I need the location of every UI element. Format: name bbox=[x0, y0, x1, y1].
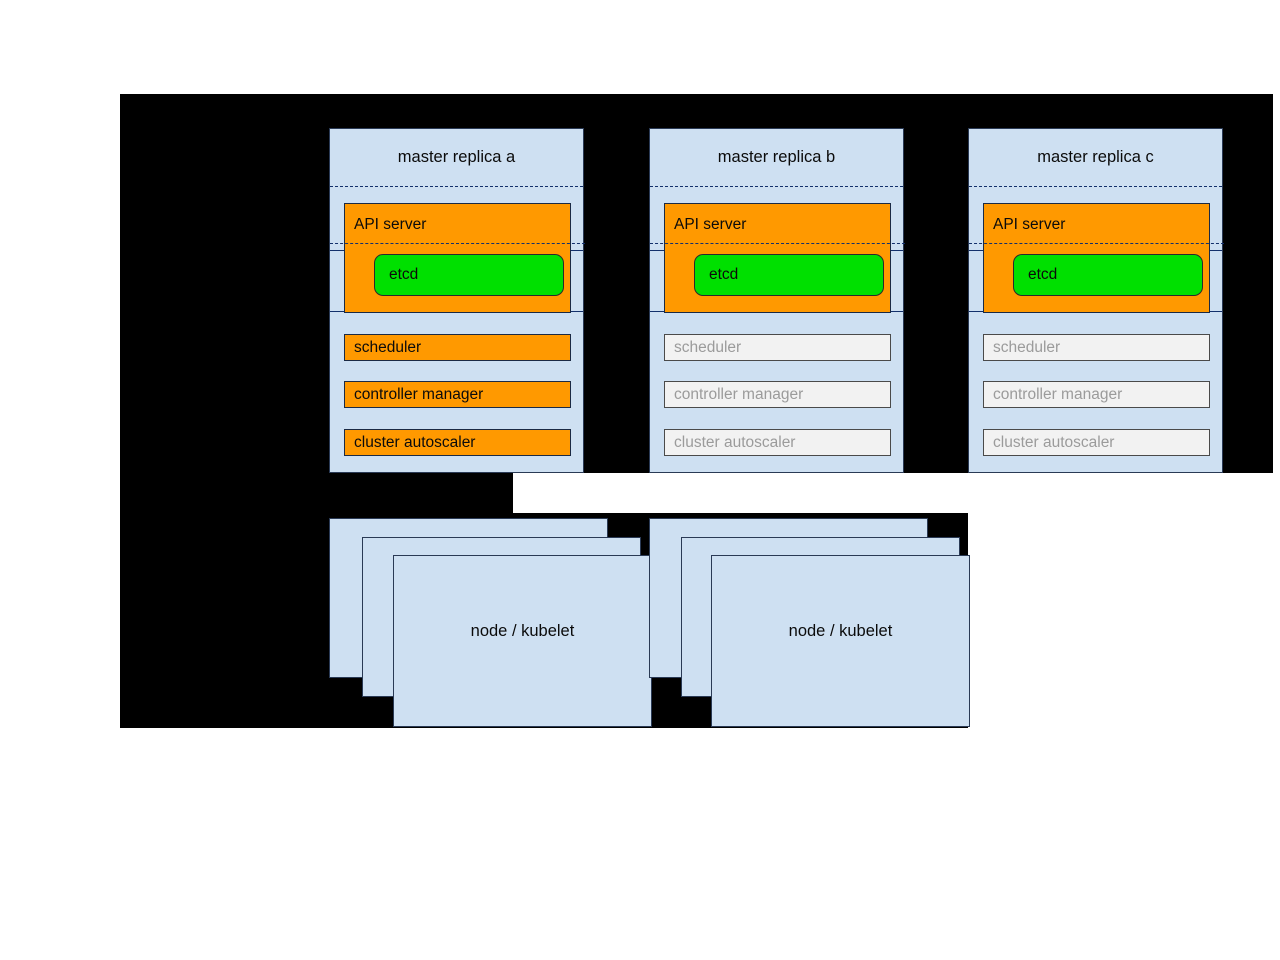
etcd-box-a[interactable]: etcd bbox=[374, 254, 564, 296]
api-server-label: API server bbox=[354, 216, 427, 233]
component-controller-manager-c[interactable]: controller manager bbox=[983, 381, 1210, 408]
etcd-box-c[interactable]: etcd bbox=[1013, 254, 1203, 296]
component-scheduler-b[interactable]: scheduler bbox=[664, 334, 891, 361]
master-replica-b-title: master replica b bbox=[717, 148, 836, 166]
node-stack-2-front[interactable]: node / kubelet bbox=[711, 555, 970, 727]
master-replica-c-title: master replica c bbox=[1037, 148, 1154, 166]
component-scheduler-c[interactable]: scheduler bbox=[983, 334, 1210, 361]
api-server-label: API server bbox=[674, 216, 747, 233]
component-cluster-autoscaler-a[interactable]: cluster autoscaler bbox=[344, 429, 571, 456]
api-server-block-c[interactable]: API server etcd bbox=[969, 203, 1224, 313]
master-replica-a-title: master replica a bbox=[397, 148, 516, 166]
separator-dashed-api-b bbox=[650, 243, 905, 244]
master-replica-a[interactable]: master replica a API server etcd schedul… bbox=[329, 128, 585, 473]
separator-dashed-api-c bbox=[969, 243, 1224, 244]
component-controller-manager-b[interactable]: controller manager bbox=[664, 381, 891, 408]
node-stack-1-front[interactable]: node / kubelet bbox=[393, 555, 652, 727]
separator-dashed-api-a bbox=[330, 243, 585, 244]
component-cluster-autoscaler-b[interactable]: cluster autoscaler bbox=[664, 429, 891, 456]
component-cluster-autoscaler-c[interactable]: cluster autoscaler bbox=[983, 429, 1210, 456]
node-stack-2-label: node / kubelet bbox=[788, 622, 893, 640]
api-server-label: API server bbox=[993, 216, 1066, 233]
separator-dashed-top-b bbox=[650, 186, 903, 187]
master-replica-c[interactable]: master replica c API server etcd schedul… bbox=[968, 128, 1224, 473]
node-stack-1-label: node / kubelet bbox=[470, 622, 575, 640]
separator-dashed-top-c bbox=[969, 186, 1222, 187]
api-server-block-a[interactable]: API server etcd bbox=[330, 203, 585, 313]
separator-dashed-top-a bbox=[330, 186, 583, 187]
master-replica-b[interactable]: master replica b API server etcd schedul… bbox=[649, 128, 905, 473]
etcd-box-b[interactable]: etcd bbox=[694, 254, 884, 296]
backdrop-gap-left bbox=[120, 473, 513, 513]
component-controller-manager-a[interactable]: controller manager bbox=[344, 381, 571, 408]
api-server-block-b[interactable]: API server etcd bbox=[650, 203, 905, 313]
component-scheduler-a[interactable]: scheduler bbox=[344, 334, 571, 361]
